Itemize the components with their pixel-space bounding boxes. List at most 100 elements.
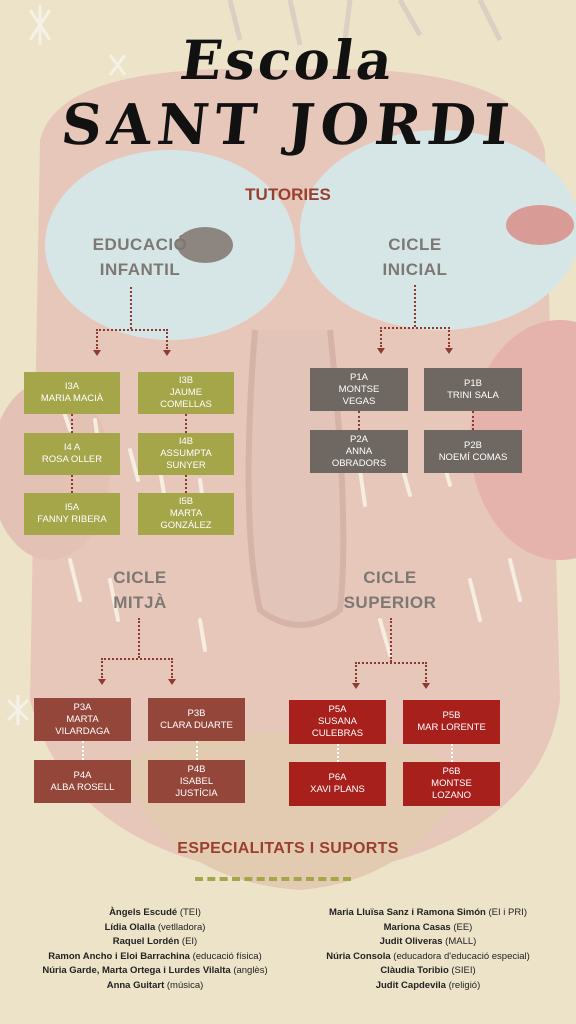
class-box-i4a: I4 A ROSA OLLER <box>24 433 120 475</box>
class-box-p2b: P2B NOEMÍ COMAS <box>424 430 522 473</box>
specialists-list-left: Àngels Escudé (TEI) Lídia Olalla (vetlla… <box>20 906 290 993</box>
class-code: P1A <box>350 371 368 383</box>
cycle-heading-line1: CICLE <box>388 235 442 254</box>
staff-name: Núria Garde, Marta Ortega i Lurdes Vilal… <box>42 965 231 976</box>
connector-line <box>355 662 357 682</box>
staff-role: (MALL) <box>445 936 477 947</box>
connector-line <box>71 414 73 433</box>
connector-line <box>185 475 187 493</box>
connector-line <box>185 414 187 433</box>
class-teacher: XAVI PLANS <box>310 784 365 795</box>
staff-role: (vetlladora) <box>157 921 206 933</box>
connector-line <box>337 744 339 762</box>
class-teacher-line2: LOZANO <box>431 790 472 801</box>
class-teacher-line2: SUNYER <box>166 460 206 471</box>
cycle-heading-line2: INICIAL <box>382 260 448 279</box>
cycle-heading-line1: EDUCACIÓ <box>92 235 188 254</box>
class-code: I3A <box>64 381 80 392</box>
class-teacher-line2: COMELLAS <box>160 399 212 410</box>
connector-line <box>390 618 392 662</box>
staff-role: (SIEI) <box>451 965 476 976</box>
staff-entry: Raquel Lordén (EI) <box>20 935 290 950</box>
cycle-heading-line2: SUPERIOR <box>343 593 437 612</box>
class-box-p2a: P2A ANNA OBRADORS <box>310 430 408 473</box>
class-teacher: SUSANA <box>317 716 358 727</box>
connector-line <box>171 658 173 678</box>
cycle-heading-line2: MITJÀ <box>113 593 167 612</box>
staff-entry: Àngels Escudé (TEI) <box>20 906 290 921</box>
cycle-heading-line2: INFANTIL <box>99 260 181 279</box>
class-box-p4b: P4B ISABEL JUSTÍCIA <box>148 760 245 803</box>
class-box-p5b: P5B MAR LORENTE <box>403 700 500 744</box>
class-code: P1B <box>464 377 482 389</box>
connector-line <box>472 411 474 430</box>
staff-role: (TEI) <box>179 907 201 918</box>
connector-line <box>380 327 450 329</box>
class-code: P6A <box>328 772 347 783</box>
class-code: I5A <box>64 502 80 513</box>
class-teacher-line2: JUSTÍCIA <box>175 787 218 799</box>
class-teacher: MARTA <box>169 508 203 519</box>
class-box-p3a: P3A MARTA VILARDAGA <box>34 698 131 741</box>
staff-name: Ramon Ancho i Eloi Barrachina <box>48 950 190 962</box>
connector-line <box>380 327 382 347</box>
class-code: P2B <box>464 439 482 451</box>
arrow-down-icon <box>163 350 171 356</box>
staff-entry: Lídia Olalla (vetlladora) <box>20 921 290 936</box>
cycle-heading-infantil: EDUCACIÓ INFANTIL <box>60 232 220 282</box>
arrow-down-icon <box>93 350 101 356</box>
arrow-down-icon <box>422 683 430 689</box>
connector-line <box>166 329 168 349</box>
class-box-i3b: I3B JAUME COMELLAS <box>138 372 234 414</box>
staff-name: Mariona Casas <box>383 921 451 933</box>
class-teacher: ROSA OLLER <box>41 454 103 465</box>
staff-entry: Anna Guitart (música) <box>20 979 290 994</box>
staff-name: Anna Guitart <box>106 979 165 991</box>
staff-role: (religió) <box>448 979 481 991</box>
staff-name: Judit Oliveras <box>379 936 443 947</box>
class-box-i5a: I5A FANNY RIBERA <box>24 493 120 535</box>
staff-role: (EE) <box>453 921 473 933</box>
class-box-p1a: P1A MONTSE VEGAS <box>310 368 408 411</box>
connector-line <box>448 327 450 347</box>
class-box-p6a: P6A XAVI PLANS <box>289 762 386 806</box>
class-box-i4b: I4B ASSUMPTA SUNYER <box>138 433 234 475</box>
connector-line <box>138 618 140 658</box>
class-box-p5a: P5A SUSANA CULEBRAS <box>289 700 386 744</box>
class-box-p1b: P1B TRINI SALA <box>424 368 522 411</box>
cycle-heading-superior: CICLE SUPERIOR <box>320 565 460 615</box>
class-teacher-line2: OBRADORS <box>331 457 387 469</box>
class-box-p4a: P4A ALBA ROSELL <box>34 760 131 803</box>
staff-entry: Núria Garde, Marta Ortega i Lurdes Vilal… <box>20 964 290 979</box>
class-teacher: TRINI SALA <box>447 389 499 401</box>
arrow-down-icon <box>445 348 453 354</box>
tutories-title: TUTORIES <box>245 185 331 204</box>
connector-line <box>425 662 427 682</box>
connector-line <box>71 475 73 493</box>
class-teacher-line2: CULEBRAS <box>311 728 364 739</box>
connector-line <box>451 744 453 762</box>
school-logo-line1: Escola <box>176 28 400 92</box>
staff-role: (educadora d'educació especial) <box>393 950 530 962</box>
connector-line <box>358 411 360 430</box>
class-code: P6B <box>442 766 461 777</box>
class-teacher: ANNA <box>345 445 373 457</box>
class-teacher: MARTA <box>66 713 99 725</box>
staff-entry: Mariona Casas (EE) <box>290 921 566 936</box>
class-teacher: CLARA DUARTE <box>160 719 233 731</box>
staff-role: (educació física) <box>192 950 262 962</box>
class-code: P5B <box>442 710 461 721</box>
class-teacher: ISABEL <box>179 775 214 787</box>
class-box-p3b: P3B CLARA DUARTE <box>148 698 245 741</box>
class-teacher: MONTSE <box>431 778 472 789</box>
arrow-down-icon <box>377 348 385 354</box>
connector-line <box>130 287 132 329</box>
class-teacher-line2: GONZÁLEZ <box>160 520 212 531</box>
connector-line <box>96 329 98 349</box>
connector-line <box>196 741 198 760</box>
class-teacher-line2: VEGAS <box>342 395 376 407</box>
school-logo-line2: SANT JORDI <box>58 92 518 158</box>
class-code: P2A <box>350 433 368 445</box>
